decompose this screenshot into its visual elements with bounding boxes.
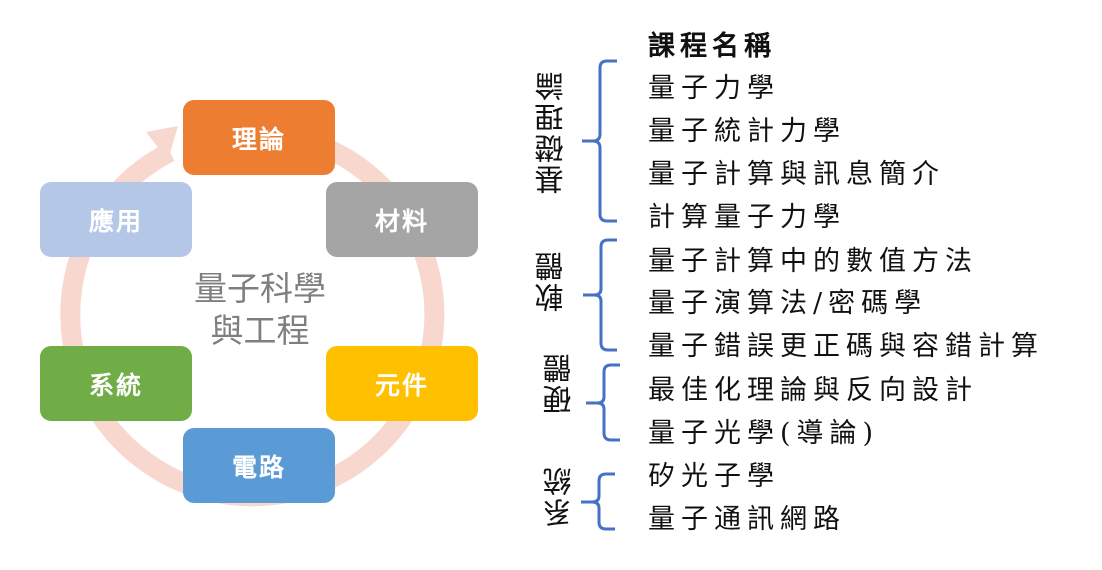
node-applications: 應用 (40, 182, 192, 257)
course-item: 矽光子學 (648, 461, 780, 492)
center-title-line1: 量子科學 (194, 269, 326, 308)
cycle-arrowhead-icon (146, 126, 178, 160)
node-circuits: 電路 (183, 428, 335, 503)
node-materials: 材料 (326, 182, 478, 257)
node-label: 材料 (374, 206, 429, 236)
category-theory: 基礎理論 (534, 70, 568, 194)
node-label: 理論 (231, 124, 286, 154)
node-label: 系統 (88, 370, 143, 400)
category-hardware: 硬體 (542, 352, 576, 414)
center-title-line2: 與工程 (210, 311, 310, 350)
category-software: 軟體 (534, 250, 568, 312)
node-label: 元件 (374, 370, 429, 400)
center-title: 量子科學 與工程 (170, 268, 350, 352)
course-item: 量子光學(導論) (648, 418, 880, 449)
brace-theory (582, 59, 617, 223)
brace-hardware (586, 363, 620, 442)
node-label: 應用 (88, 206, 143, 236)
node-devices: 元件 (326, 346, 478, 421)
course-item: 量子計算中的數值方法 (648, 246, 978, 277)
course-item: 量子統計力學 (648, 116, 846, 147)
node-theory: 理論 (183, 100, 335, 175)
course-item: 計算量子力學 (648, 202, 846, 233)
course-item: 量子通訊網路 (648, 504, 846, 535)
course-item: 量子力學 (648, 73, 780, 104)
course-item: 量子演算法/密碼學 (648, 288, 928, 319)
node-systems: 系統 (40, 346, 192, 421)
category-systems: 系統 (542, 465, 576, 527)
brace-software (583, 238, 617, 352)
node-label: 電路 (231, 452, 286, 482)
course-item: 量子計算與訊息簡介 (648, 159, 945, 190)
course-item: 量子錯誤更正碼與容錯計算 (648, 331, 1044, 362)
course-list-header: 課程名稱 (648, 31, 776, 62)
brace-systems (581, 472, 615, 531)
course-item: 最佳化理論與反向設計 (648, 375, 978, 406)
